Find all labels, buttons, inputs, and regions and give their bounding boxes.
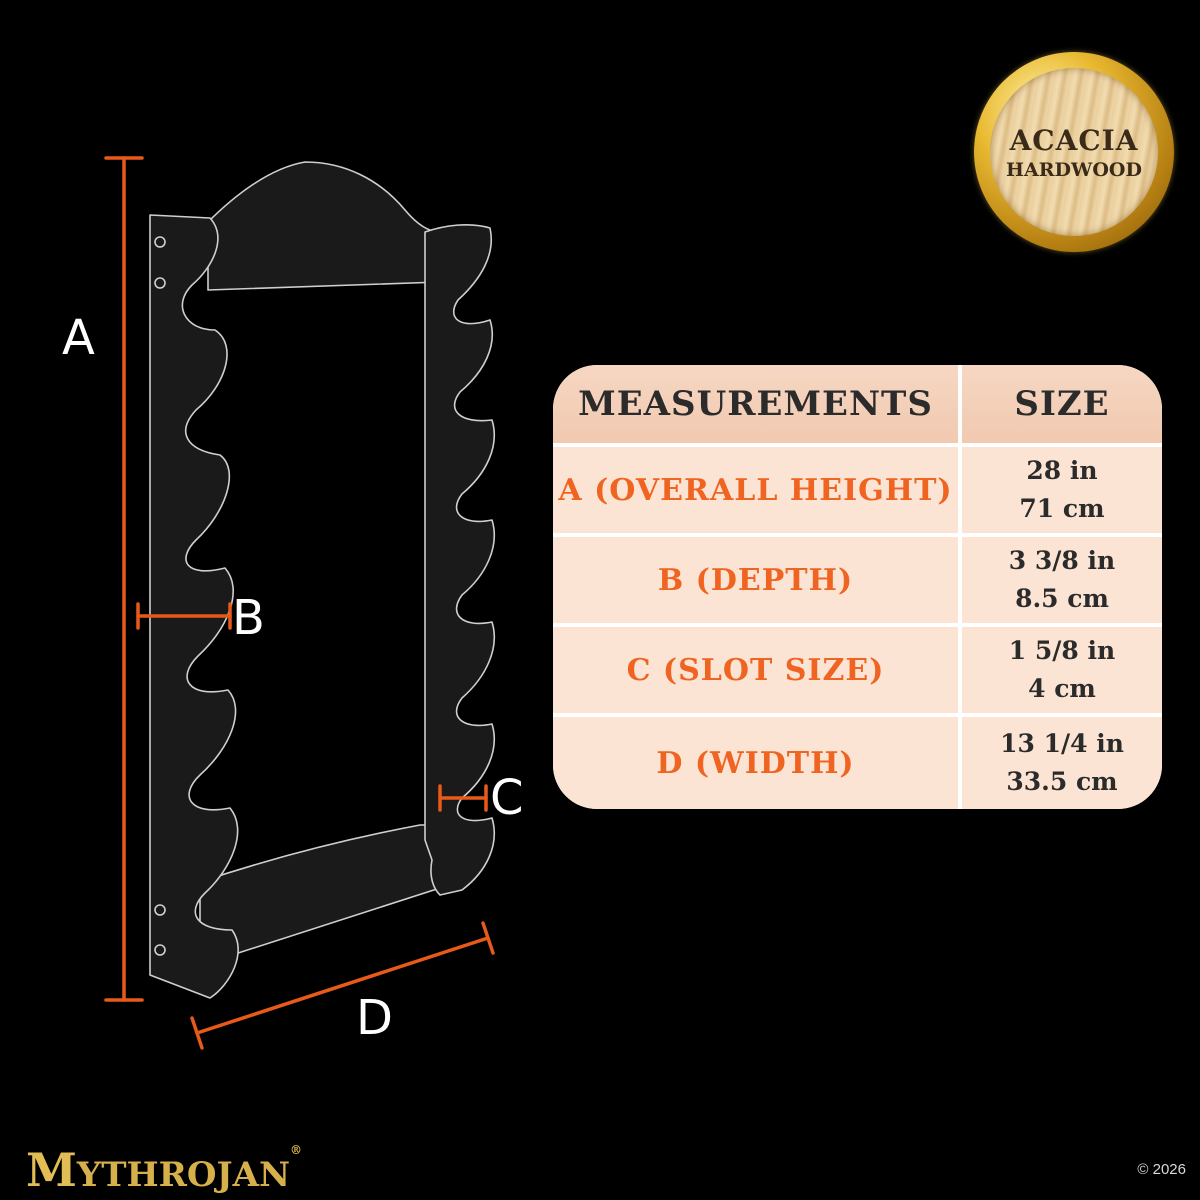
top-arch: [207, 161, 441, 291]
row-size-depth: 3 3/8 in 8.5 cm: [962, 537, 1162, 623]
dim-d-label: D: [356, 990, 393, 1046]
row-divider: [553, 623, 1162, 627]
screw-hole: [154, 277, 166, 289]
screw-hole: [154, 944, 166, 956]
row-label-depth: B (DEPTH): [553, 537, 958, 623]
size-imperial: 13 1/4 in: [1000, 729, 1124, 758]
size-metric: 4 cm: [1028, 674, 1096, 703]
badge-line1: ACACIA: [1009, 123, 1139, 157]
column-divider: [958, 537, 962, 623]
header-size: SIZE: [962, 365, 1162, 443]
acacia-hardwood-badge: ACACIA HARDWOOD: [974, 52, 1174, 252]
column-divider: [958, 447, 962, 533]
column-divider: [958, 717, 962, 809]
size-imperial: 28 in: [1026, 456, 1098, 485]
measurements-table: MEASUREMENTS SIZE A (OVERALL HEIGHT) 28 …: [553, 365, 1162, 809]
column-divider: [958, 365, 962, 443]
dim-a-label: A: [62, 310, 95, 366]
copyright-notice: © 2026: [1137, 1161, 1186, 1178]
logo-text: YTHROJAN: [76, 1155, 291, 1195]
dim-d-line: [195, 936, 490, 1035]
row-label-height: A (OVERALL HEIGHT): [553, 447, 958, 533]
logo-initial: M: [26, 1143, 77, 1197]
badge-wood-face: ACACIA HARDWOOD: [990, 68, 1158, 236]
size-metric: 71 cm: [1019, 494, 1105, 523]
row-divider: [553, 713, 1162, 717]
row-divider: [553, 533, 1162, 537]
size-metric: 8.5 cm: [1015, 584, 1109, 613]
badge-line2: HARDWOOD: [1006, 158, 1142, 181]
right-upright: [424, 224, 496, 896]
screw-hole: [154, 236, 166, 248]
dim-d-cap-right: [481, 921, 495, 955]
mythrojan-logo: MYTHROJAN®: [26, 1143, 302, 1197]
logo-registered-mark: ®: [290, 1143, 303, 1157]
size-metric: 33.5 cm: [1006, 767, 1118, 796]
dim-d-cap-left: [190, 1016, 204, 1050]
screw-hole: [154, 904, 166, 916]
row-label-width: D (WIDTH): [553, 717, 958, 809]
header-measurements: MEASUREMENTS: [553, 365, 958, 443]
dim-c-label: C: [490, 770, 524, 826]
size-imperial: 1 5/8 in: [1008, 636, 1116, 665]
row-size-slot-size: 1 5/8 in 4 cm: [962, 627, 1162, 713]
column-divider: [958, 627, 962, 713]
row-size-width: 13 1/4 in 33.5 cm: [962, 717, 1162, 809]
dim-b-label: B: [232, 590, 265, 646]
size-imperial: 3 3/8 in: [1008, 546, 1116, 575]
row-divider: [553, 443, 1162, 447]
sword-rack: [149, 161, 496, 999]
row-label-slot-size: C (SLOT SIZE): [553, 627, 958, 713]
row-size-height: 28 in 71 cm: [962, 447, 1162, 533]
